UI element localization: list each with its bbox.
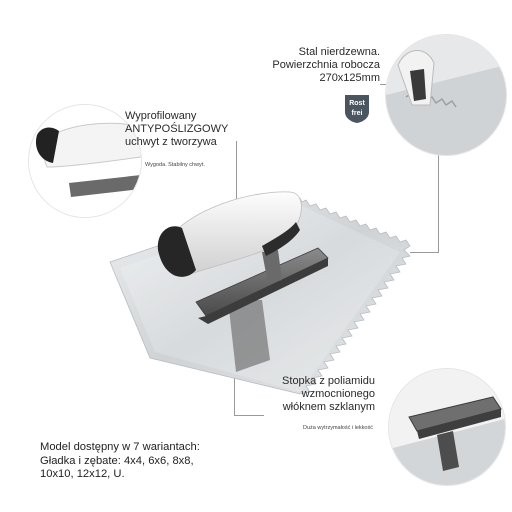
steel-callout-line1: Stal nierdzewna. [298,46,380,58]
handle-callout-line3: uchwyt z tworzywa [125,136,217,148]
foot-note: Duża wytrzymałość i lekkość [303,425,373,431]
model-info-line2: Gładka i zębate: 4x4, 6x6, 8x8, [40,454,194,467]
handle-note: Wygoda. Stabilny chwyt. [145,162,205,168]
handle-callout-line1: Wyprofilowany [125,110,197,122]
foot-callout-line1: Stopka z poliamidu [282,375,375,387]
badge-bottom-text: frei [352,110,363,117]
steel-callout: Stal nierdzewna. Powierzchnia robocza 27… [240,46,380,85]
handle-guide-line [236,141,237,205]
badge-top-text: Rost [349,100,365,107]
handle-callout: Wyprofilowany ANTYPOŚLIZGOWY uchwyt z tw… [125,110,265,149]
model-info: Model dostępny w 7 wariantach: Gładka i … [40,441,280,482]
steel-guide-line-bottom [410,252,439,253]
model-info-line3: 10x10, 12x12, U. [40,468,125,480]
foot-guide-line-horizontal [234,415,264,416]
foot-callout: Stopka z poliamidu wzmocnionego włóknem … [255,375,375,414]
foot-callout-line3: włóknem szklanym [282,401,375,413]
steel-detail-circle [385,34,507,156]
model-info-line1: Model dostępny w 7 wariantach: [40,441,200,453]
steel-callout-line2: Powierzchnia robocza [272,59,380,71]
handle-detail-circle [28,104,142,218]
steel-guide-line-vertical [438,140,439,252]
foot-callout-line2: wzmocnionego [301,388,375,400]
handle-callout-line2: ANTYPOŚLIZGOWY [125,123,229,135]
foot-detail-circle [388,368,506,486]
steel-callout-line3: 270x125mm [319,72,380,84]
rostfrei-badge: Rost frei [344,94,370,124]
